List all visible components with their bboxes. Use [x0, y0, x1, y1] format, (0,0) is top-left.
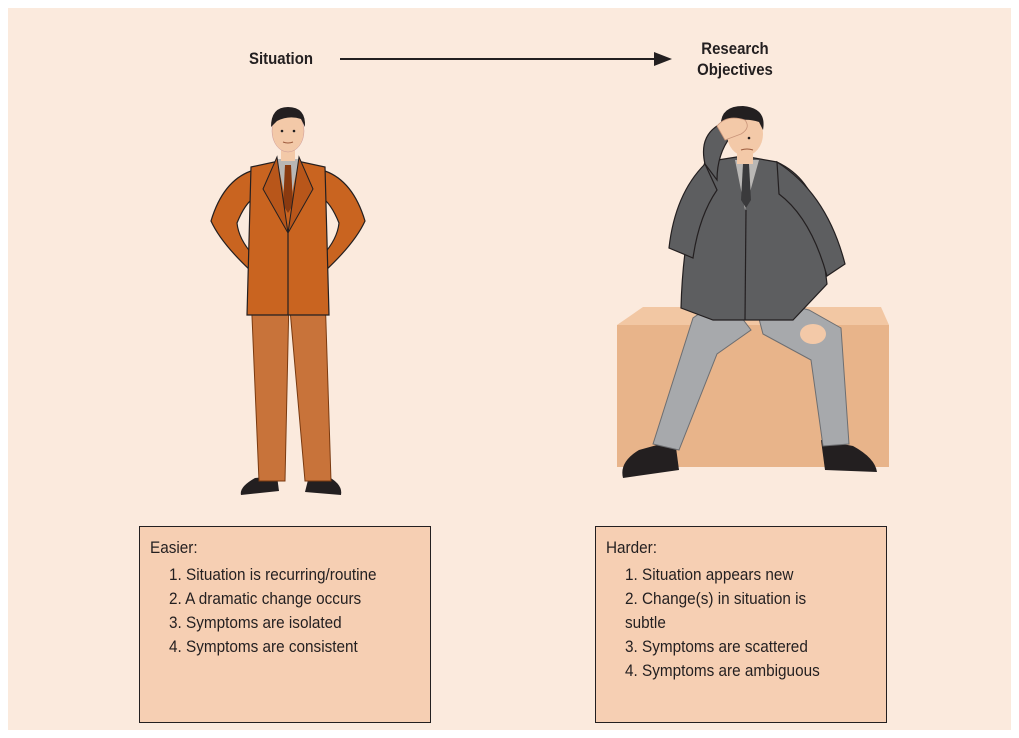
resting-arm — [776, 160, 846, 277]
right-shoe — [821, 440, 877, 472]
tie — [283, 165, 293, 213]
left-shoe — [622, 440, 679, 478]
diagram-canvas: Situation Research Objectives — [8, 8, 1011, 730]
raised-arm — [668, 162, 718, 259]
right-eye — [292, 129, 296, 133]
harder-box: Harder: 1. Situation appears new 2. Chan… — [595, 526, 887, 723]
easier-box: Easier: 1. Situation is recurring/routin… — [139, 526, 431, 723]
seated-man-figure — [622, 106, 877, 478]
list-item: 1. Situation appears new — [625, 565, 794, 584]
left-lapel — [262, 155, 289, 234]
left-leg — [250, 292, 290, 482]
mouth — [740, 148, 754, 151]
research-objectives-line-1: Research — [701, 39, 769, 58]
hair — [271, 107, 306, 127]
list-item-continuation: subtle — [625, 613, 666, 632]
hair — [720, 106, 764, 130]
left-leg — [652, 295, 752, 451]
left-eye — [280, 129, 284, 133]
list-item: 2. A dramatic change occurs — [169, 589, 362, 608]
arrow-connector — [340, 52, 672, 66]
jacket-seam — [744, 209, 747, 321]
situation-heading: Situation — [249, 49, 313, 68]
harder-list: 1. Situation appears new 2. Change(s) in… — [625, 563, 820, 683]
list-item: 3. Symptoms are scattered — [625, 637, 808, 656]
standing-man-figure — [210, 107, 366, 495]
tie — [741, 164, 751, 208]
arrow-head-icon — [654, 52, 672, 66]
right-leg — [288, 292, 332, 482]
right-lapel — [287, 155, 314, 234]
mouth — [282, 141, 294, 144]
harder-title: Harder: — [606, 538, 658, 557]
resting-hand — [800, 324, 826, 344]
research-objectives-line-2: Objectives — [697, 60, 773, 79]
forehead-hand — [716, 117, 748, 141]
list-item: 4. Symptoms are consistent — [169, 637, 358, 656]
research-objectives-heading: Research Objectives — [687, 38, 784, 80]
eye — [747, 136, 751, 140]
easier-list: 1. Situation is recurring/routine 2. A d… — [169, 563, 377, 659]
list-item: 2. Change(s) in situation is — [625, 589, 807, 608]
easier-title: Easier: — [150, 538, 198, 557]
list-item: 4. Symptoms are ambiguous — [625, 661, 820, 680]
list-item: 3. Symptoms are isolated — [169, 613, 342, 632]
list-item: 1. Situation is recurring/routine — [169, 565, 377, 584]
